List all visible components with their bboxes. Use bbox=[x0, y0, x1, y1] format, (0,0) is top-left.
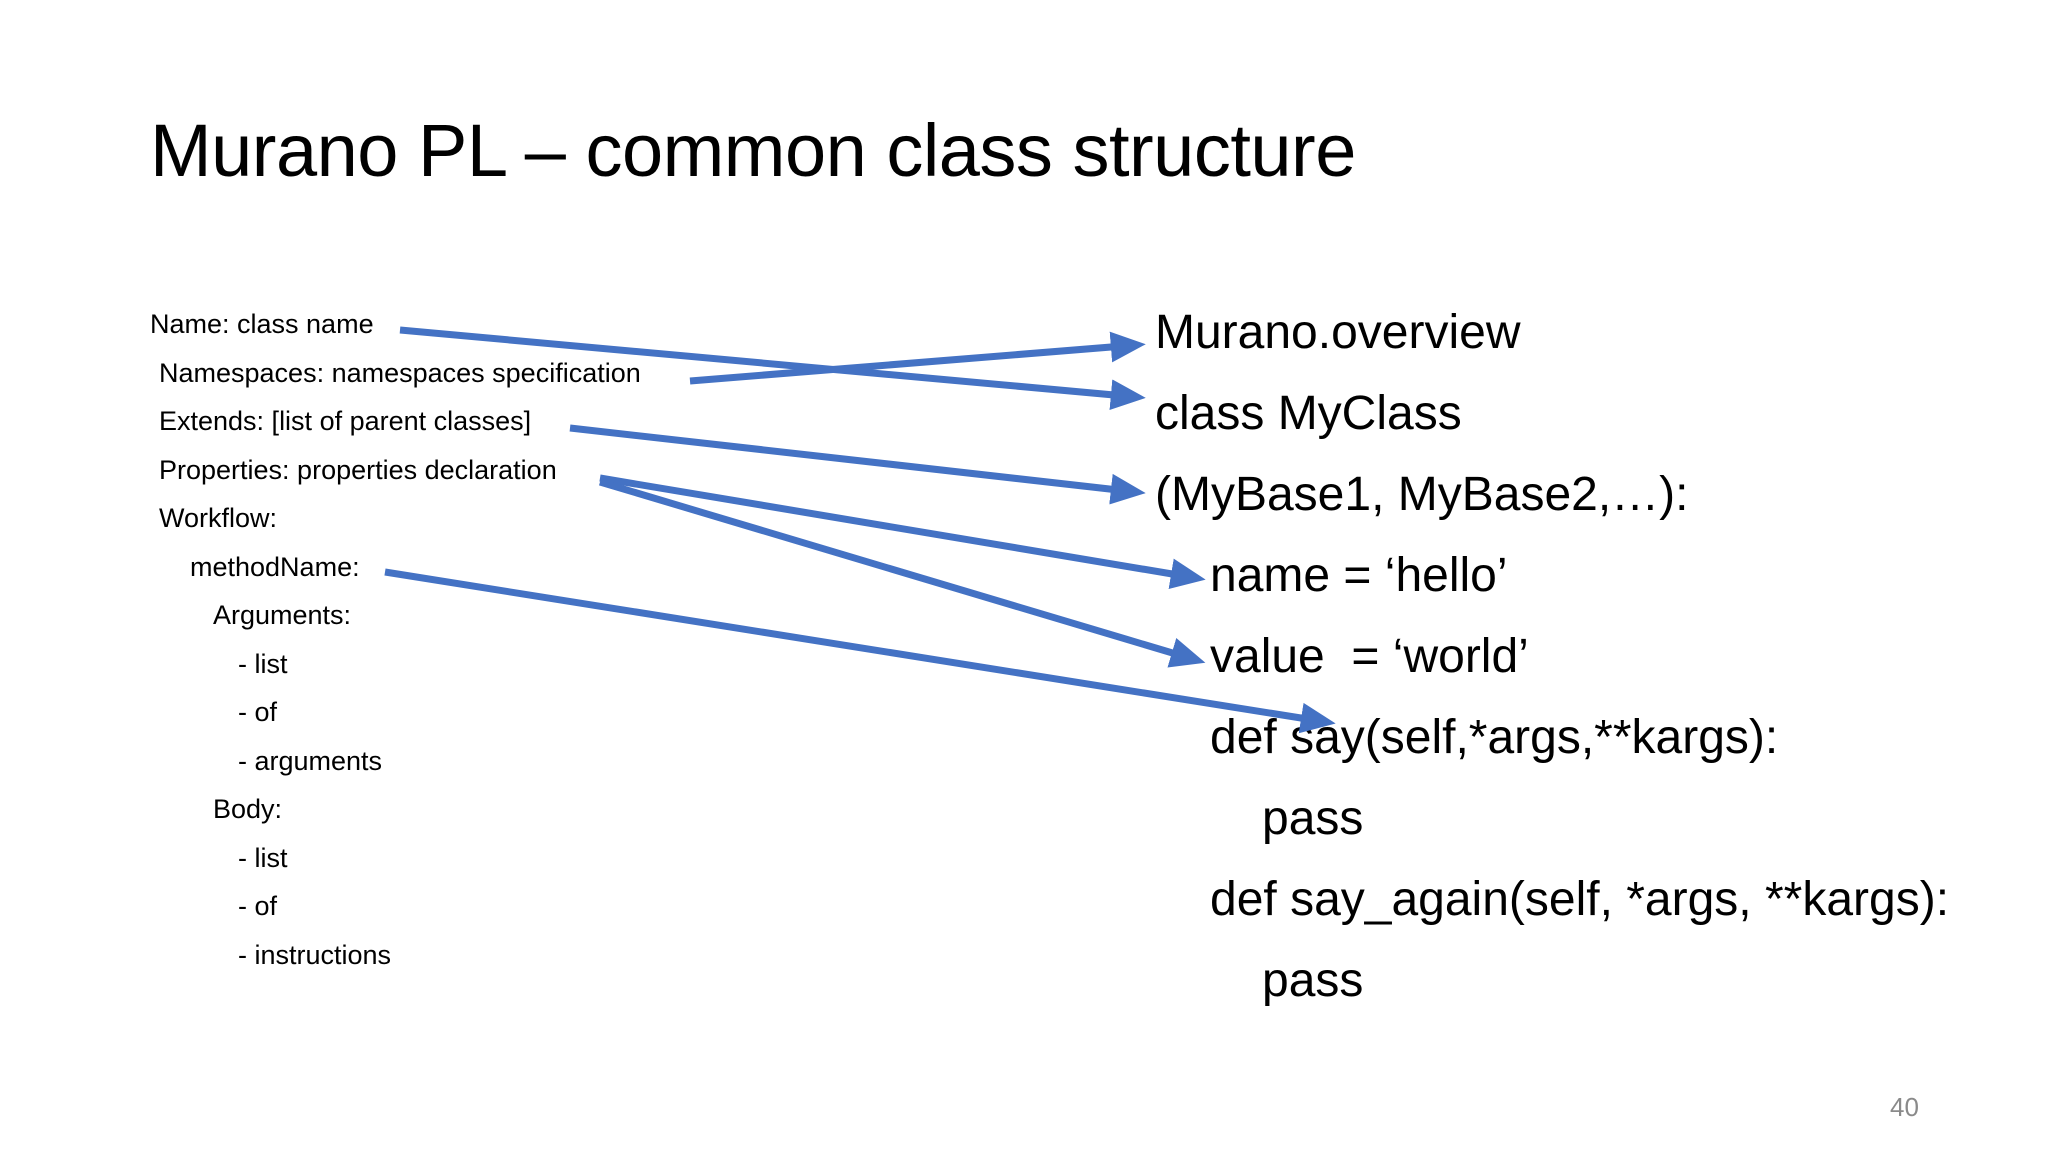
code-line-def-say: def say(self,*args,**kargs): bbox=[1210, 711, 1779, 764]
page-title: Murano PL – common class structure bbox=[150, 109, 1356, 192]
structure-line-name: Name: class name bbox=[150, 309, 374, 339]
code-line-bases: (MyBase1, MyBase2,…): bbox=[1155, 468, 1689, 521]
structure-line-arg-arguments: - arguments bbox=[238, 745, 383, 776]
code-line-def-say-again: def say_again(self, *args, **kargs): bbox=[1210, 873, 1950, 926]
code-line-module: Murano.overview bbox=[1155, 306, 1521, 359]
structure-line-methodname: methodName: bbox=[190, 551, 360, 582]
structure-line-workflow: Workflow: bbox=[159, 503, 278, 533]
structure-line-namespaces: Namespaces: namespaces specification bbox=[159, 357, 641, 388]
page-number: 40 bbox=[1890, 1092, 1919, 1122]
structure-line-body: Body: bbox=[213, 794, 283, 824]
code-sample: Murano.overview class MyClass (MyBase1, … bbox=[1155, 292, 1975, 1021]
structure-line-extends: Extends: [list of parent classes] bbox=[159, 406, 532, 436]
code-line-class: class MyClass bbox=[1155, 387, 1462, 440]
structure-line-body-of: - of bbox=[238, 891, 278, 921]
code-line-prop-name: name = ‘hello’ bbox=[1210, 549, 1508, 602]
structure-line-arguments: Arguments: bbox=[213, 600, 352, 630]
structure-line-arg-list: - list bbox=[238, 648, 288, 679]
structure-line-properties: Properties: properties declaration bbox=[159, 454, 557, 485]
code-line-pass-1: pass bbox=[1262, 792, 1364, 845]
code-line-prop-value: value = ‘world’ bbox=[1210, 630, 1529, 683]
structure-line-arg-of: - of bbox=[238, 697, 278, 727]
class-structure-outline: Name: class name Namespaces: namespaces … bbox=[150, 300, 770, 979]
structure-line-body-list: - list bbox=[238, 842, 288, 873]
structure-line-body-instructions: - instructions bbox=[238, 939, 392, 970]
code-line-pass-2: pass bbox=[1262, 954, 1364, 1007]
